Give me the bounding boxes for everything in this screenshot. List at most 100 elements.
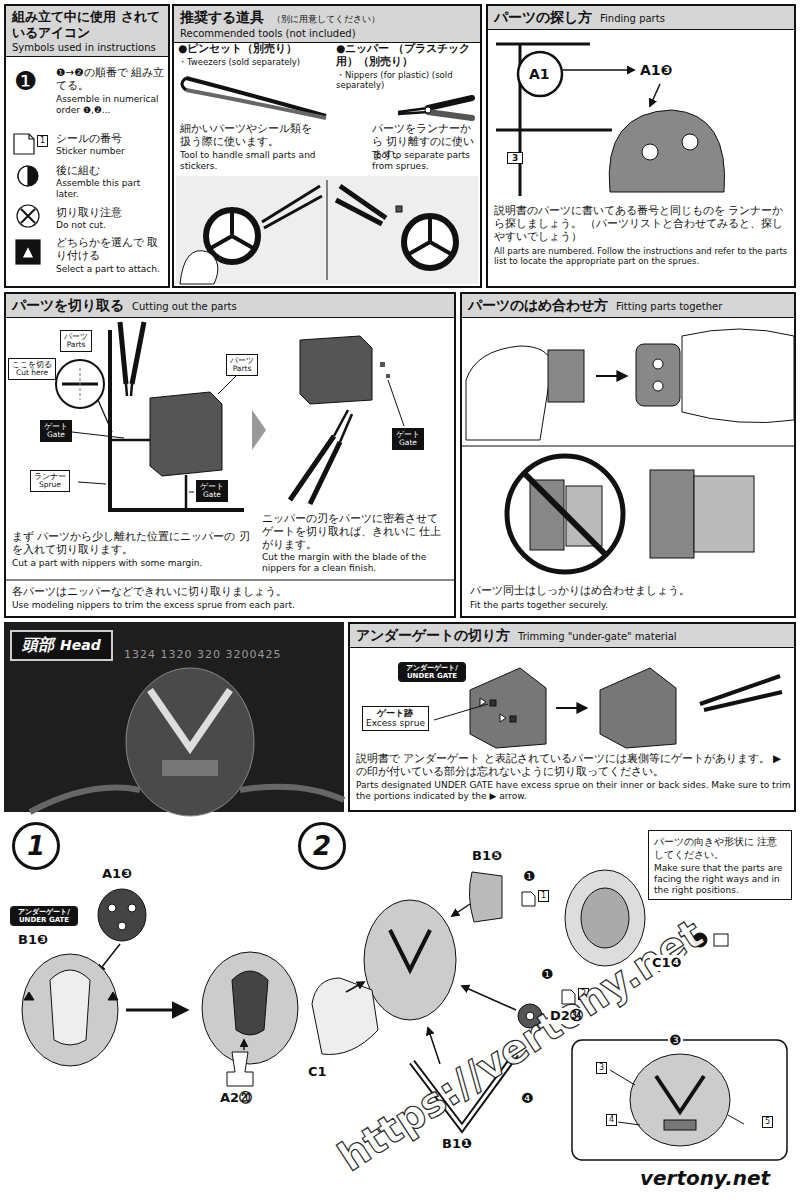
cut-here-tag: ここを切るCut here — [8, 358, 56, 380]
magnifier — [80, 368, 81, 400]
caption-ja: 後に組む — [56, 164, 164, 177]
watermark: https://vertony.net — [329, 910, 710, 1180]
tweezers-usage — [206, 210, 258, 262]
section-heading: 頭部 — [22, 635, 54, 656]
step1-illustration — [24, 992, 34, 1000]
tool-usage-ground — [176, 176, 478, 284]
caption-en: Do not cut. — [56, 220, 164, 231]
part-number: D2㉞ — [548, 1008, 585, 1024]
section-heading: Head — [60, 637, 101, 653]
caption-ja: まず パーツから少し離れた位置にニッパーの 刃を入れて切り取ります。 — [12, 530, 252, 556]
right-fit-example — [650, 470, 754, 558]
head-banner — [126, 668, 254, 816]
under-gate-badge: アンダーゲート/ UNDER GATE — [398, 662, 466, 682]
step2-illustration — [364, 900, 456, 1020]
part-number: C1❹ — [650, 955, 684, 971]
symbol-icons — [14, 134, 40, 264]
step1-illustration — [202, 952, 298, 1064]
caption-en: Fit the parts together securely. — [470, 600, 790, 611]
sticker-inset — [572, 1040, 787, 1160]
under-gate-illustration — [490, 700, 496, 706]
sticker-inset — [630, 1054, 730, 1146]
nippers-illustration — [334, 410, 352, 442]
step2-illustration — [390, 930, 430, 970]
sprue-frame — [496, 44, 612, 196]
divider-line — [6, 580, 454, 581]
note-box: パーツの向きや形状に 注意してください。Make sure that the p… — [648, 830, 792, 900]
step1-illustration — [108, 904, 116, 912]
nippers-illustration — [120, 322, 144, 396]
sticker-icons — [522, 892, 535, 906]
part-tag: パーツParts — [60, 330, 92, 352]
wrong-fit-example — [507, 456, 623, 572]
tool-name: ●ピンセット（別売り） — [178, 42, 328, 55]
callout-text: Gate — [200, 491, 224, 500]
symbol-icons — [14, 134, 34, 154]
nippers-usage — [336, 186, 456, 268]
caption-en: Sticker number — [56, 146, 164, 157]
part-number: C1 — [306, 1064, 329, 1080]
symbol-icons — [21, 209, 35, 223]
step1-illustration — [118, 922, 126, 930]
caption-ja: シールの番号 — [56, 132, 164, 145]
panel-header-band: アンダーゲートの切り方Trimming "under-gate" materia… — [350, 624, 794, 648]
wrong-fit-example — [507, 456, 623, 572]
gate-bits — [386, 374, 390, 378]
nippers-illustration — [398, 98, 472, 118]
sticker-number: 3 — [596, 1062, 607, 1074]
tool-name: ●ニッパー （プラスチック用）（別売り） — [336, 42, 480, 68]
symbol-icons — [18, 166, 28, 186]
fitting-hands — [653, 381, 663, 391]
panel-heading: アンダーゲートの切り方 — [356, 627, 510, 644]
sprue-tag: ランナーSprue — [30, 470, 70, 492]
under-gate-badge: アンダーゲート/ UNDER GATE — [10, 906, 78, 926]
caption-en: Assemble in numerical order ❶,❷... — [56, 94, 164, 116]
fitting-hands — [653, 359, 663, 369]
nippers-illustration — [398, 108, 428, 114]
callout-text: Gate — [44, 431, 68, 440]
nippers-illustration — [120, 322, 144, 384]
callout-text: ここを切る — [12, 360, 52, 369]
fitting-hands — [548, 350, 584, 402]
step-number: ❹ — [520, 1090, 535, 1107]
step1-illustration — [126, 1009, 186, 1012]
gate-bits — [380, 362, 390, 378]
sprue-runner — [110, 330, 244, 510]
under-gate-illustration — [700, 676, 782, 710]
panel-heading: Symbols used in instructions — [12, 42, 156, 53]
finding-parts-panel: パーツの探し方Finding parts — [486, 4, 796, 288]
caption-en: Parts designated UNDER GATE have excess … — [356, 780, 792, 802]
sticker-number: 5 — [762, 1116, 773, 1128]
under-gate-illustration — [434, 704, 488, 720]
step1-illustration — [243, 1040, 245, 1050]
divider-line — [327, 180, 328, 280]
part-number: B1❺ — [470, 848, 504, 864]
nippers-usage — [336, 186, 386, 224]
step2-illustration — [428, 1028, 440, 1064]
caption-en: Select a part to attach. — [56, 264, 164, 275]
wrong-fit-example — [530, 480, 564, 550]
nippers-illustration — [290, 410, 352, 504]
panel-header-band: パーツを切り取るCutting out the parts — [6, 294, 454, 318]
fitting-hands — [682, 329, 794, 423]
nippers-illustration — [290, 436, 340, 504]
part-illustration — [642, 144, 658, 160]
sticker-inset — [664, 1120, 696, 1130]
callout-text: Gate — [396, 439, 420, 448]
gate-tag: ゲートGate — [392, 428, 424, 450]
under-gate-illustration — [500, 714, 506, 722]
step-badge: 2 — [298, 822, 346, 870]
step1-illustration — [232, 971, 268, 1035]
caption-ja: 説明書のパーツに書いてある番号と同じものを ランナーから探しましょう。 （パーツ… — [494, 204, 790, 243]
part-tag: パーツParts — [226, 354, 258, 376]
callout-text: Cut here — [12, 369, 52, 378]
panel-heading: Cutting out the parts — [132, 301, 237, 312]
caption-ja: 切り取り注意 — [56, 206, 164, 219]
head-banner — [162, 760, 218, 776]
tool-name-en: ・Tweezers (sold separately) — [178, 57, 328, 67]
caption-ja: ❶→❷の順番で 組み立てる。 — [56, 66, 164, 92]
leader-lines — [78, 482, 106, 484]
sprue-runner — [185, 475, 188, 510]
leader-lines — [189, 492, 194, 493]
